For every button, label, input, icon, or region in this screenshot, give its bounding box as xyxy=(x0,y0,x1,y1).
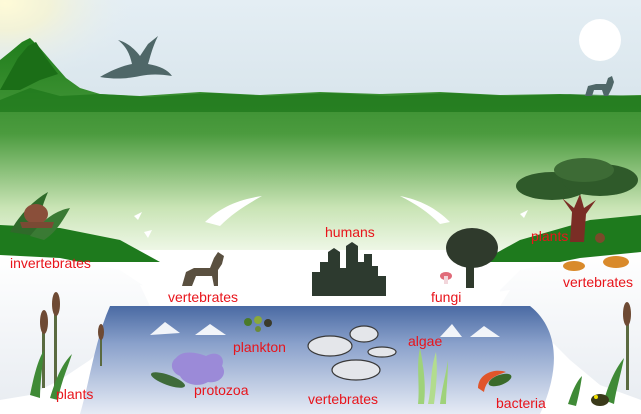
cattail-icon xyxy=(52,292,60,316)
fish-icon xyxy=(332,360,380,380)
label-fungi: fungi xyxy=(431,289,461,305)
plankton-icon xyxy=(255,326,261,332)
label-plants-water: plants xyxy=(56,386,93,402)
cattail-icon xyxy=(40,310,48,334)
snail-icon xyxy=(24,204,48,224)
plankton-icon xyxy=(264,319,272,327)
tree-icon xyxy=(446,228,498,268)
label-protozoa: protozoa xyxy=(194,382,248,398)
label-vertebrates-water: vertebrates xyxy=(308,391,378,407)
moon xyxy=(579,19,621,61)
small-animal-icon xyxy=(595,233,605,243)
deer-icon xyxy=(182,252,224,286)
label-algae: algae xyxy=(408,333,442,349)
label-bacteria: bacteria xyxy=(496,395,546,411)
cattail-icon xyxy=(98,324,104,340)
city-skyline-icon xyxy=(312,242,386,296)
snail-body xyxy=(20,222,54,228)
rodent-icon xyxy=(603,256,629,268)
fish-icon xyxy=(308,336,352,356)
label-plankton: plankton xyxy=(233,339,286,355)
fish-icon xyxy=(350,326,378,342)
reed-leaf xyxy=(568,376,582,406)
plankton-icon xyxy=(254,316,262,324)
mushroom-stem xyxy=(444,276,448,284)
plankton-icon xyxy=(244,318,252,326)
frog-spot xyxy=(594,395,598,399)
rodent-icon xyxy=(563,261,585,271)
label-plants-land: plants xyxy=(531,228,568,244)
label-vertebrates-land-right: vertebrates xyxy=(563,274,633,290)
acacia-canopy xyxy=(554,158,614,182)
label-humans: humans xyxy=(325,224,375,240)
cattail-icon xyxy=(623,302,631,326)
fish-icon xyxy=(368,347,396,357)
label-vertebrates-land-left: vertebrates xyxy=(168,289,238,305)
label-invertebrates: invertebrates xyxy=(10,255,91,271)
frog-icon xyxy=(591,394,609,406)
